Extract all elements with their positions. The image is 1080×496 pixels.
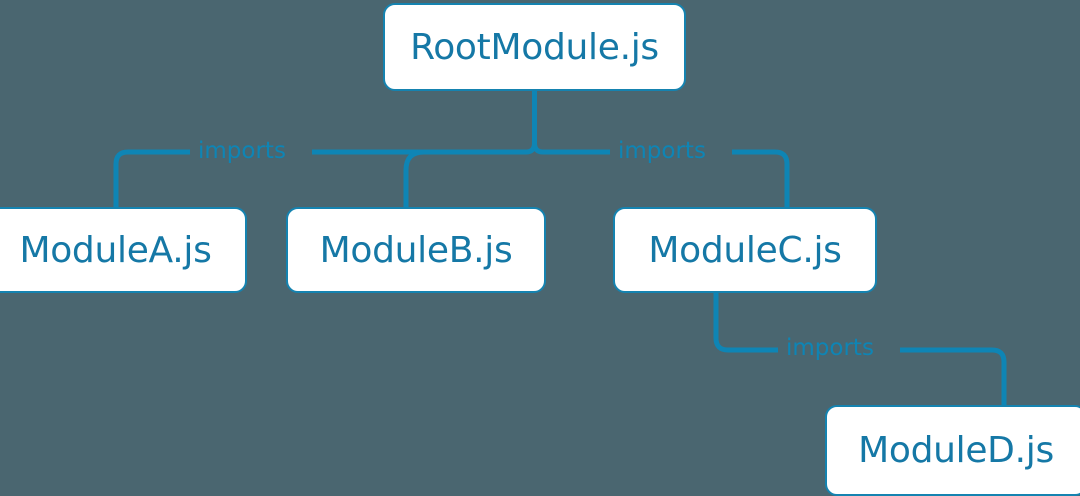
- edge-label-root-to-module-a: imports: [198, 138, 286, 164]
- edge-root-stem-right: [532, 142, 544, 155]
- edge-root-stem: [525, 91, 537, 155]
- node-label-module-a: ModuleA.js: [19, 229, 212, 271]
- node-label-module-d: ModuleD.js: [858, 430, 1054, 471]
- node-module-a[interactable]: ModuleA.js: [0, 207, 247, 293]
- node-label-module-c: ModuleC.js: [648, 229, 842, 271]
- node-label-module-b: ModuleB.js: [319, 229, 513, 271]
- edge-c-to-d-seg1: [713, 293, 778, 353]
- edge-label-root-to-module-c: imports: [618, 138, 706, 164]
- node-label-root-module: RootModule.js: [410, 26, 659, 68]
- node-module-c[interactable]: ModuleC.js: [613, 207, 877, 293]
- node-module-d[interactable]: ModuleD.js: [825, 405, 1080, 496]
- edge-root-to-b: [403, 149, 425, 207]
- node-root-module[interactable]: RootModule.js: [383, 3, 686, 91]
- edge-c-to-d-seg2: [900, 347, 1007, 405]
- edge-root-to-c-seg2: [732, 149, 790, 207]
- edge-label-module-c-to-module-d: imports: [786, 335, 874, 361]
- edge-root-to-a-seg2: [113, 149, 190, 207]
- node-module-b[interactable]: ModuleB.js: [286, 207, 546, 293]
